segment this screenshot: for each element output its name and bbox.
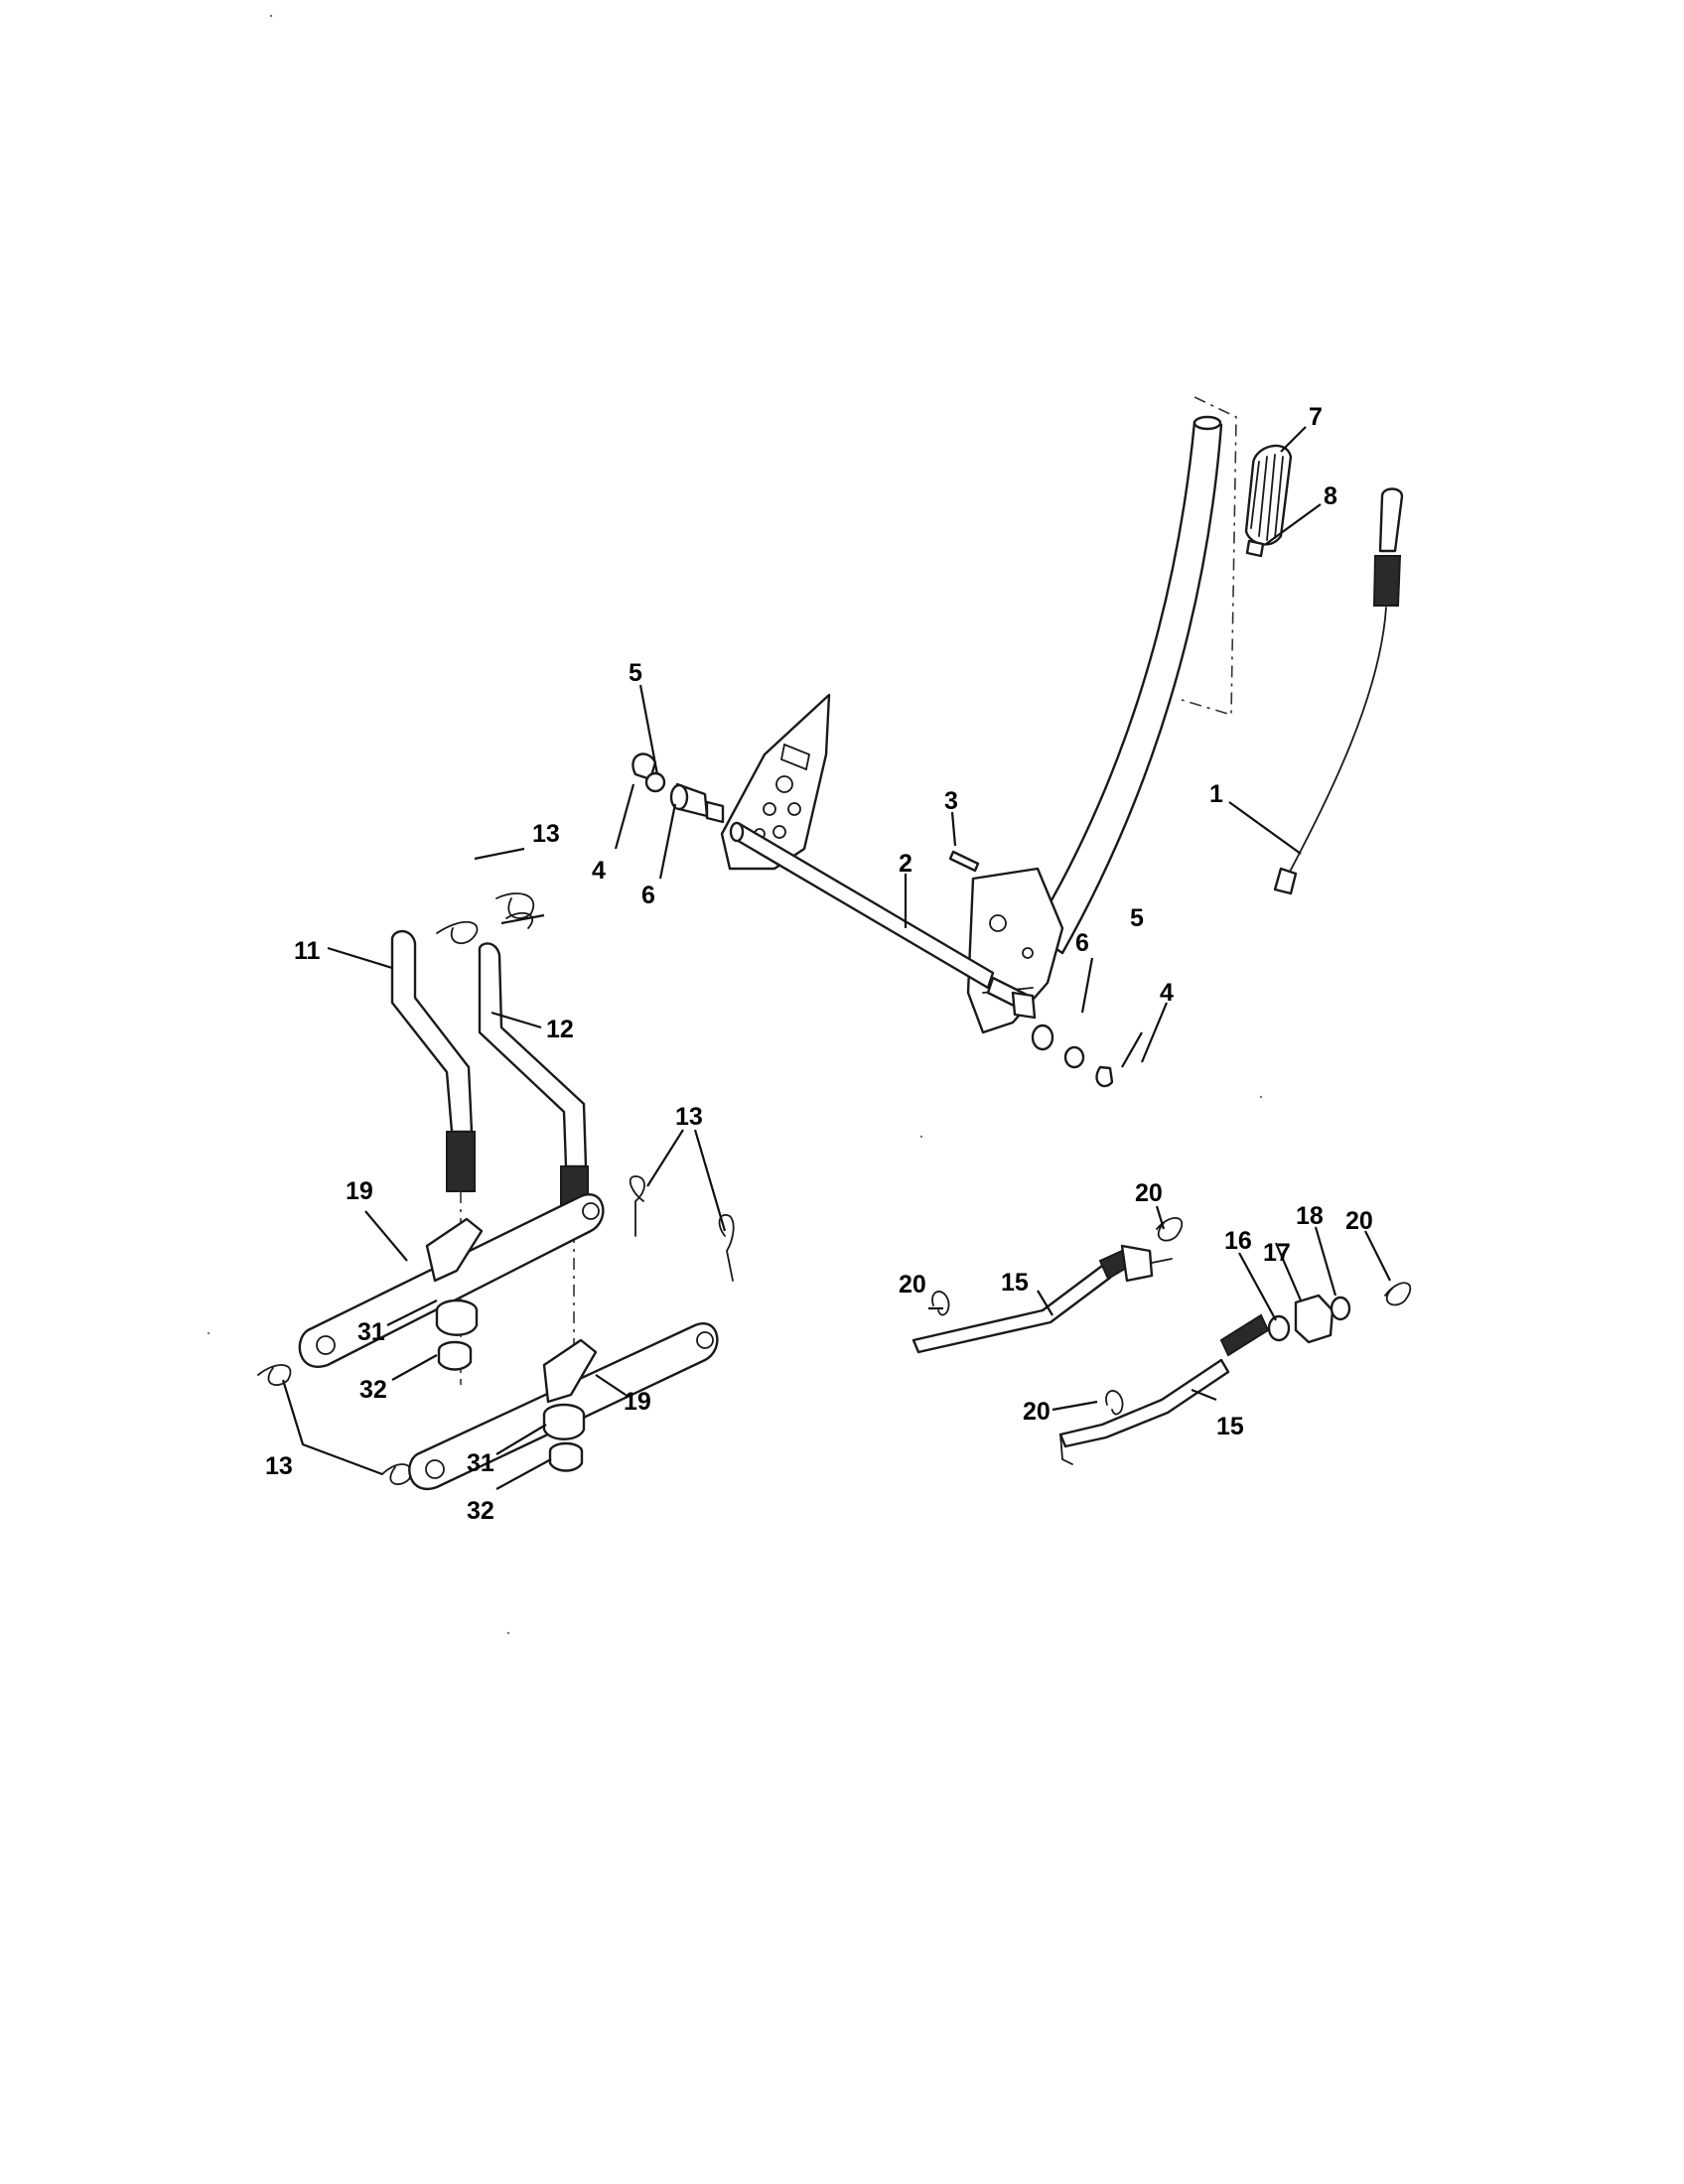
hairpin-clips-20 <box>931 1217 1412 1416</box>
callout-15-upper: 15 <box>1001 1269 1029 1297</box>
callout-12: 12 <box>546 1016 574 1043</box>
callout-20-left: 20 <box>899 1271 926 1298</box>
callout-6-right: 6 <box>1075 929 1089 957</box>
callout-4-left: 4 <box>592 857 606 885</box>
callouts: 7 8 1 2 3 5 4 6 6 5 4 13 11 12 13 19 31 … <box>265 403 1373 1525</box>
callout-18: 18 <box>1296 1202 1324 1230</box>
callout-31-upper: 31 <box>357 1318 385 1346</box>
callout-19-lower: 19 <box>624 1388 651 1416</box>
lift-link-left <box>390 929 476 1192</box>
lift-arm-upper <box>298 1193 605 1368</box>
callout-5-left: 5 <box>629 659 642 687</box>
roll-pin <box>948 850 980 873</box>
callout-15-lower: 15 <box>1216 1413 1244 1440</box>
callout-17: 17 <box>1263 1239 1291 1267</box>
callout-8: 8 <box>1324 482 1337 510</box>
leader-lines <box>281 426 1391 1490</box>
callout-20-right: 20 <box>1345 1207 1373 1235</box>
bushings-nuts <box>435 1298 586 1472</box>
callout-32-lower: 32 <box>467 1497 494 1525</box>
callout-20-lower: 20 <box>1023 1398 1051 1426</box>
cross-shaft <box>729 821 1035 1015</box>
lever-dashed-outline <box>1181 396 1237 717</box>
lift-cable <box>1273 487 1404 895</box>
callout-3: 3 <box>944 787 958 815</box>
left-shaft-hardware <box>632 752 725 824</box>
right-shaft-hardware <box>1011 991 1114 1088</box>
callout-20-top: 20 <box>1135 1179 1163 1207</box>
callout-13-top: 13 <box>532 820 560 848</box>
callout-2: 2 <box>899 850 912 878</box>
callout-32-upper: 32 <box>359 1376 387 1404</box>
adjust-rod-upper <box>912 1244 1173 1354</box>
lift-lever <box>966 415 1223 1034</box>
callout-13-bottom: 13 <box>265 1452 293 1480</box>
callout-6-left: 6 <box>641 882 655 909</box>
callout-7: 7 <box>1309 403 1323 431</box>
callout-1: 1 <box>1209 780 1223 808</box>
callout-5-right: 5 <box>1130 904 1144 932</box>
lift-link-right <box>478 942 589 1232</box>
hairpin-clips-13 <box>257 892 735 1485</box>
callout-31-lower: 31 <box>467 1449 494 1477</box>
callout-13-middle: 13 <box>675 1103 703 1131</box>
adjust-rod-lower <box>1058 1313 1270 1465</box>
pivot-plate <box>720 693 831 871</box>
handle-grip <box>1244 444 1293 558</box>
callout-19-upper: 19 <box>346 1177 373 1205</box>
callout-16: 16 <box>1224 1227 1252 1255</box>
ferrule-hardware <box>1267 1294 1351 1344</box>
callout-4-right: 4 <box>1160 979 1174 1007</box>
callout-11: 11 <box>294 937 321 965</box>
scan-specks <box>207 14 1263 1635</box>
